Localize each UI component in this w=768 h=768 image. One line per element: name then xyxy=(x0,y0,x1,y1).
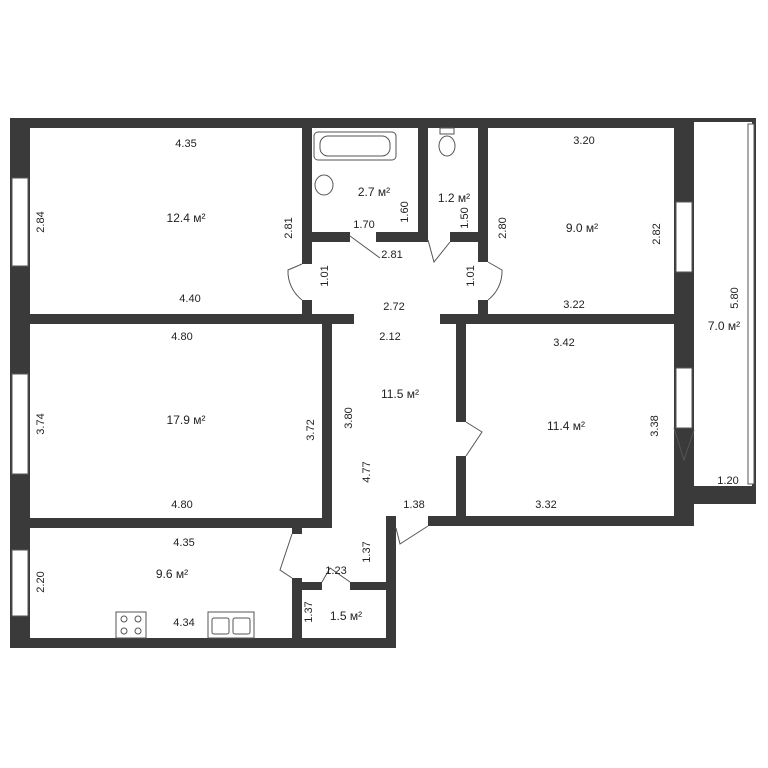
window-room1 xyxy=(11,177,29,267)
wall-right-room-bottom xyxy=(440,516,694,526)
window-balcony xyxy=(747,123,755,485)
room1-bottom-dim: 4.40 xyxy=(179,293,200,305)
stove-icon xyxy=(115,611,147,639)
door-kitchen xyxy=(279,533,293,579)
window-room4 xyxy=(11,373,29,475)
labels: 4.35 12.4 м² 4.40 2.84 2.81 2.7 м² 1.70 … xyxy=(35,135,741,629)
kitchen-sink-icon xyxy=(207,611,255,639)
bath-area: 2.7 м² xyxy=(358,185,390,199)
room5-top-dim: 3.42 xyxy=(553,337,574,349)
wall-kitchen-top xyxy=(10,518,332,528)
room1-left-dim: 2.84 xyxy=(35,211,47,232)
room5-area: 11.4 м² xyxy=(547,419,585,433)
door-bath xyxy=(349,235,381,259)
room3-top-dim: 3.20 xyxy=(573,135,594,147)
wall-kitchen-right-top xyxy=(292,528,302,534)
wall-outer-bottom xyxy=(10,638,396,648)
toilet-tank-icon xyxy=(439,127,455,135)
wall-toilet-bottom xyxy=(450,232,480,242)
room3-right-dim: 2.82 xyxy=(651,223,663,244)
wall-bath-bottom-right xyxy=(376,232,420,242)
corridor-upper-width-dim: 2.81 xyxy=(381,249,402,261)
doors xyxy=(279,235,695,583)
fixtures xyxy=(115,127,456,639)
wall-balcony-top xyxy=(694,118,756,122)
window-room3 xyxy=(675,201,693,273)
wall-storage-top-left xyxy=(302,582,322,590)
kitchen-bottom-dim: 4.34 xyxy=(173,617,194,629)
wall-kitchen-right xyxy=(292,578,302,648)
hall-width-dim: 1.38 xyxy=(403,499,424,511)
wall-room1-right xyxy=(302,128,312,264)
wall-room4-right xyxy=(322,324,332,526)
kitchen-area: 9.6 м² xyxy=(156,567,188,581)
room3-left-dim: 2.80 xyxy=(497,217,509,238)
wall-balcony-bottom xyxy=(694,486,756,504)
wall-hall-step xyxy=(386,516,396,648)
room4-right-dim: 3.72 xyxy=(305,419,317,440)
door-hall xyxy=(395,525,429,545)
wall-hall-right-lower xyxy=(456,456,466,526)
toilet-area: 1.2 м² xyxy=(438,191,470,205)
window-room5 xyxy=(675,367,693,429)
balcony-width-dim: 1.20 xyxy=(717,475,738,487)
wall-room3-left xyxy=(478,128,488,262)
sink-icon xyxy=(314,174,334,196)
bathtub-icon xyxy=(313,131,397,161)
storage-width-dim: 1.23 xyxy=(325,565,346,577)
kitchen-top-dim: 4.35 xyxy=(173,537,194,549)
hall-area: 11.5 м² xyxy=(381,387,419,401)
hall-lower-height-dim: 1.37 xyxy=(361,541,373,562)
corridor-lower-width-dim: 2.72 xyxy=(383,301,404,313)
door-toilet xyxy=(427,239,451,264)
wall-hall-bottom-right xyxy=(428,516,466,526)
wall-room3-left-lower xyxy=(478,300,488,314)
bath-width-dim: 1.70 xyxy=(353,219,374,231)
room4-area: 17.9 м² xyxy=(167,413,206,427)
door-storage xyxy=(321,567,351,583)
room5-bottom-dim: 3.32 xyxy=(535,499,556,511)
room5-right-dim: 3.38 xyxy=(649,415,661,436)
room4-left-dim: 3.74 xyxy=(35,413,47,434)
kitchen-left-dim: 2.20 xyxy=(35,571,47,592)
wall-bath-bottom-left xyxy=(302,232,350,242)
toilet-icon xyxy=(438,135,456,157)
bath-height-dim: 1.60 xyxy=(399,201,411,222)
corridor-door-right-dim: 1.01 xyxy=(465,265,477,286)
room1-right-dim: 2.81 xyxy=(283,217,295,238)
wall-bath-toilet xyxy=(418,128,428,242)
door-room5 xyxy=(465,421,483,457)
storage-height-dim: 1.37 xyxy=(303,601,315,622)
room1-area: 12.4 м² xyxy=(167,211,206,225)
balcony-area: 7.0 м² xyxy=(708,319,740,333)
hall-depth-dim: 4.77 xyxy=(361,461,373,482)
wall-storage-top-right xyxy=(350,582,390,590)
balcony-height-dim: 5.80 xyxy=(729,287,741,308)
window-kitchen xyxy=(11,549,29,617)
storage-area: 1.5 м² xyxy=(330,609,362,623)
wall-mid-right-top xyxy=(440,314,694,324)
hall-height-dim: 3.80 xyxy=(343,407,355,428)
wall-room1-right-lower xyxy=(302,300,312,314)
room4-bottom-dim: 4.80 xyxy=(171,499,192,511)
toilet-height-dim: 1.50 xyxy=(459,207,471,228)
door-balcony xyxy=(673,427,695,462)
wall-outer-top xyxy=(10,118,694,128)
windows xyxy=(11,123,755,617)
door-room1 xyxy=(287,263,303,301)
door-room3 xyxy=(487,261,503,301)
room3-bottom-dim: 3.22 xyxy=(563,299,584,311)
room3-area: 9.0 м² xyxy=(566,221,598,235)
corridor-door-left-dim: 1.01 xyxy=(319,265,331,286)
room1-top-dim: 4.35 xyxy=(175,138,196,150)
wall-hall-right-upper xyxy=(456,324,466,422)
room4-top-dim: 4.80 xyxy=(171,331,192,343)
wall-mid-left-top xyxy=(10,314,354,324)
corridor-gap-dim: 2.12 xyxy=(379,331,400,343)
